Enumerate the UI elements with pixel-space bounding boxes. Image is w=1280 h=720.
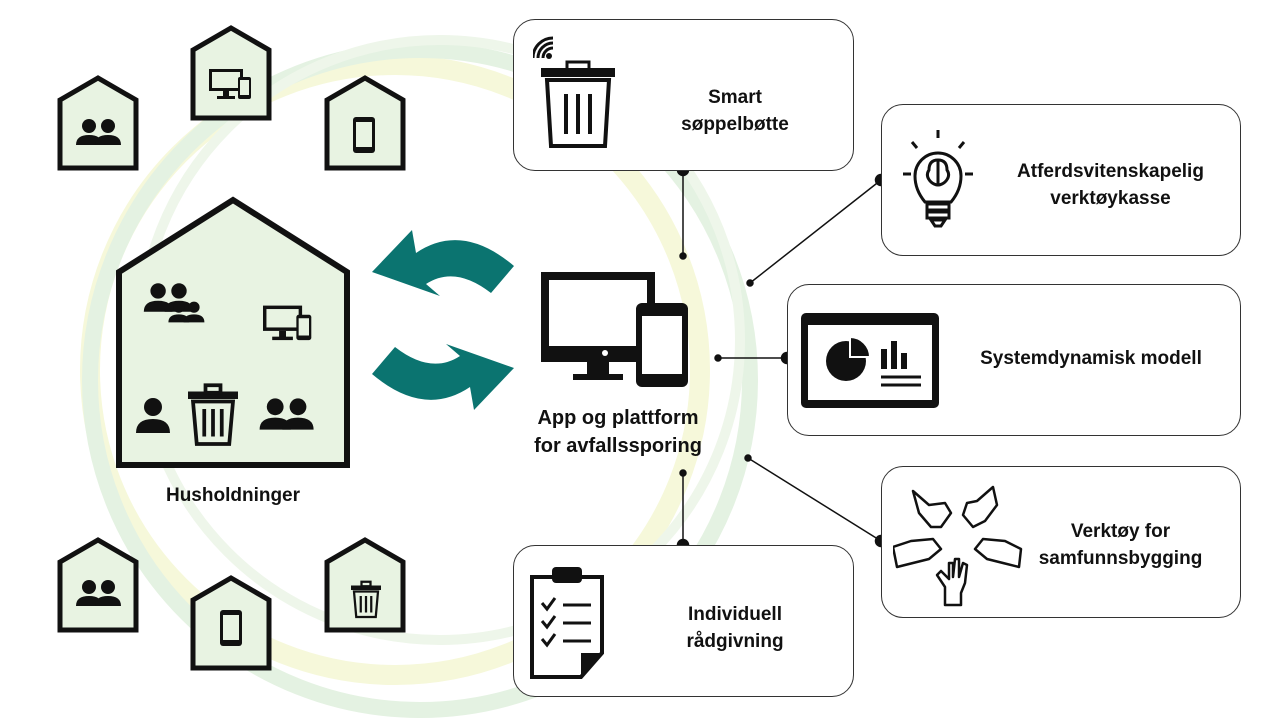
households-text: Husholdninger [165, 485, 301, 506]
person-icon [136, 398, 170, 433]
label-community-tools: Verktøy for samfunnsbygging [1018, 518, 1223, 572]
dashboard-chart-icon [801, 313, 939, 408]
card-line1: Systemdynamisk modell [980, 348, 1202, 369]
center-line1: App og plattform [537, 407, 699, 429]
hands-icon [893, 485, 1023, 607]
card-behavioral-toolkit [881, 104, 1241, 256]
card-line2: samfunnsbygging [1038, 548, 1203, 569]
card-line2: rådgivning [686, 631, 784, 652]
card-line1: Smart [708, 87, 762, 108]
lightbulb-brain-icon [903, 130, 973, 228]
house-small-bin-bottom [324, 537, 406, 633]
monitor-phone-icon [541, 272, 688, 387]
card-line1: Individuell [688, 604, 782, 625]
card-line1: Verktøy for [1070, 521, 1171, 542]
label-system-dynamics: Systemdynamisk modell [945, 345, 1237, 372]
label-center-platform: App og plattform for avfallssporing [500, 404, 736, 460]
house-small-devices [190, 25, 272, 121]
cycle-arrows [372, 230, 514, 410]
house-small-phone-bottom [190, 575, 272, 671]
label-behavioral-toolkit: Atferdsvitenskapelig verktøykasse [978, 158, 1243, 212]
card-line2: verktøykasse [1050, 188, 1171, 209]
house-small-people-bottom [57, 537, 139, 633]
house-small-phone [324, 75, 406, 171]
label-households: Husholdninger [123, 482, 343, 509]
card-line2: søppelbøtte [681, 114, 789, 135]
smart-bin-icon [533, 36, 615, 148]
center-line2: for avfallssporing [534, 435, 702, 457]
card-community-tools [881, 466, 1241, 618]
label-smart-bin: Smart søppelbøtte [640, 84, 830, 138]
household-large-house [116, 196, 350, 468]
background-rings [80, 35, 758, 718]
clipboard-checklist-icon [530, 567, 604, 679]
house-small-people [57, 75, 139, 171]
label-individual-advice: Individuell rådgivning [640, 601, 830, 655]
card-line1: Atferdsvitenskapelig [1017, 161, 1204, 182]
